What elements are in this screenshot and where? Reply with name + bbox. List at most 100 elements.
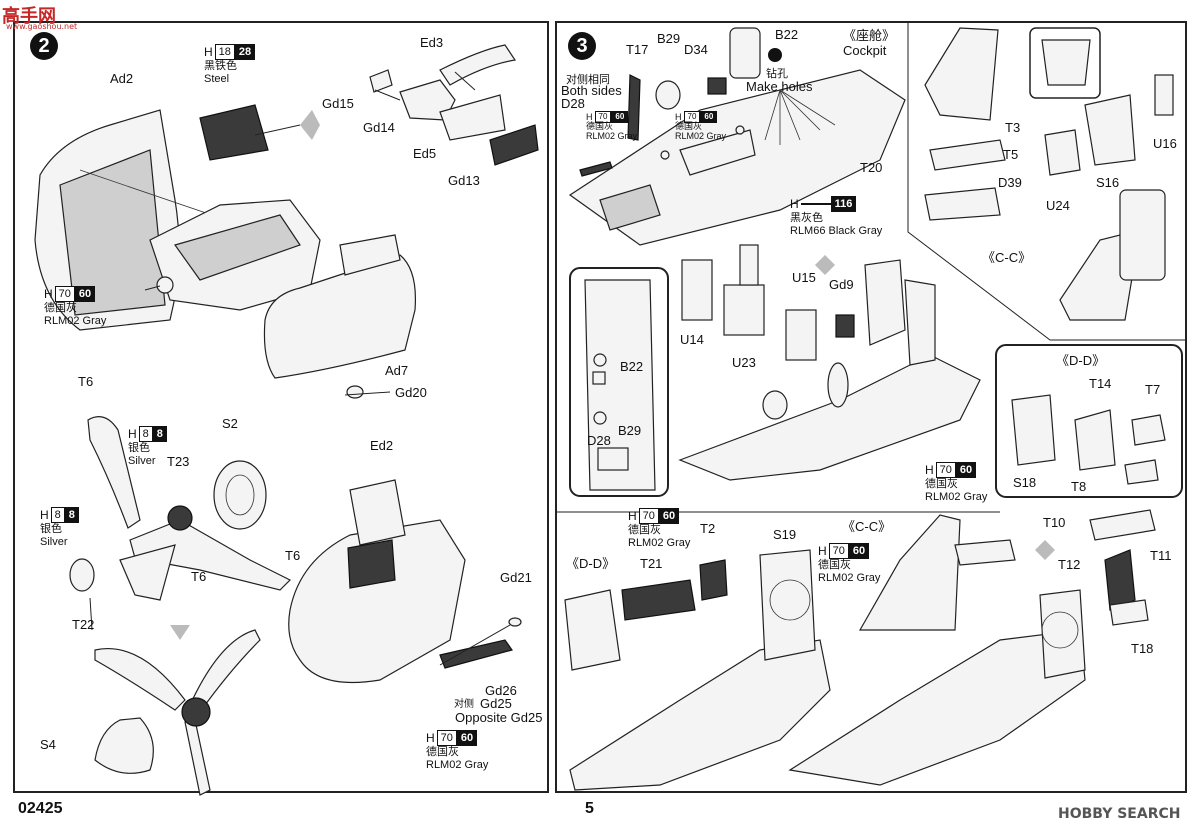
cc-divider: [907, 22, 1186, 341]
label-u24: U24: [1046, 198, 1070, 213]
label-d28: D28: [561, 96, 585, 111]
label-ed3: Ed3: [420, 35, 444, 50]
paint-t21-cn: 德国灰: [628, 524, 661, 536]
label-t17: T17: [626, 42, 649, 57]
paint-black-cn: 黑灰色: [790, 212, 823, 224]
label-gd9: Gd9: [829, 277, 854, 292]
propeller-assembly: [69, 416, 292, 601]
footer-page: 5: [585, 800, 594, 817]
label-s18: S18: [1013, 475, 1037, 490]
dd-box-drawing: [1011, 394, 1166, 485]
label-t6-right: T6: [285, 548, 301, 563]
label-t5: T5: [1003, 147, 1019, 162]
front-cowling-ed2: [288, 479, 522, 684]
cockpit-title-cn: 《座舱》: [843, 28, 896, 43]
label-cc-bottom: 《C-C》: [842, 519, 892, 534]
paint-d34-en: RLM02 Gray: [675, 131, 727, 141]
label-gd25: Gd25: [480, 696, 512, 711]
cowling-ad7: [263, 234, 417, 399]
label-t18: T18: [1131, 641, 1154, 656]
footer-code: 02425: [18, 800, 63, 817]
label-b29-inset: B29: [618, 423, 642, 438]
step2-frame: [13, 21, 549, 793]
cockpit-title-en: Cockpit: [843, 43, 887, 58]
step2-guide-lines: [89, 71, 511, 666]
label-dd-bottom: 《D-D》: [566, 556, 616, 571]
paint-silver-b-en: Silver: [40, 536, 68, 548]
label-t14: T14: [1089, 376, 1112, 391]
watermark-top-left: 高手网: [2, 6, 56, 27]
cockpit-bottom-left: [564, 549, 831, 791]
label-ed2: Ed2: [370, 438, 394, 453]
label-cc-right: 《C-C》: [982, 250, 1032, 265]
gun-cover-parts: [199, 44, 539, 166]
step-3-badge: 3: [568, 32, 596, 60]
label-d34: D34: [684, 42, 708, 57]
drill-lines: [764, 89, 836, 145]
cockpit-bottom-right: [788, 509, 1156, 786]
label-u15: U15: [792, 270, 816, 285]
paint-gray-bottom-en: RLM02 Gray: [426, 759, 489, 771]
label-t3: T3: [1005, 120, 1021, 135]
label-d39: D39: [998, 175, 1022, 190]
label-d28-inset: D28: [587, 433, 611, 448]
label-gd13: Gd13: [448, 173, 480, 188]
paint-gray-left-cn: 德国灰: [44, 302, 77, 314]
label-u16: U16: [1153, 136, 1177, 151]
drill-en: Make holes: [746, 79, 813, 94]
label-u23: U23: [732, 355, 756, 370]
paint-silver-b-cn: 银色: [40, 523, 62, 535]
cockpit-frame-middle: [678, 244, 981, 481]
label-u14: U14: [680, 332, 704, 347]
label-gd14: Gd14: [363, 120, 395, 135]
cockpit-floor-t20: [568, 69, 906, 246]
paint-cc-en: RLM02 Gray: [818, 572, 881, 584]
label-t20: T20: [860, 160, 883, 175]
propeller-assembled: [94, 629, 261, 796]
label-gd20: Gd20: [395, 385, 427, 400]
paint-steel-en: Steel: [204, 73, 230, 85]
label-ad7: Ad7: [385, 363, 409, 378]
label-t11: T11: [1150, 548, 1172, 563]
label-b22: B22: [775, 27, 799, 42]
paint-t21-en: RLM02 Gray: [628, 537, 691, 549]
drill-cn: 钻孔: [766, 68, 788, 80]
label-t6-top: T6: [78, 374, 94, 389]
label-t2: T2: [700, 521, 716, 536]
label-gd26: Gd26: [485, 683, 517, 698]
paint-black-en: RLM66 Black Gray: [790, 225, 883, 237]
label-s16: S16: [1096, 175, 1120, 190]
paint-silver-a-cn: 银色: [128, 442, 150, 454]
label-opposite-gd25: Opposite Gd25: [455, 710, 543, 725]
label-t10: T10: [1043, 515, 1066, 530]
paint-d28-en: RLM02 Gray: [586, 131, 638, 141]
label-s4: S4: [40, 737, 56, 752]
both-sides-cn: 对侧相同: [566, 74, 610, 86]
label-b29: B29: [657, 31, 681, 46]
label-t12: T12: [1058, 557, 1081, 572]
direction-arrows: [170, 110, 1055, 640]
label-gd21: Gd21: [500, 570, 532, 585]
label-t6-bottom: T6: [191, 569, 207, 584]
watermark-top-left-url: www.gaoshou.net: [6, 22, 78, 31]
paint-d34-cn: 德国灰: [675, 121, 703, 131]
label-duice: 对侧: [454, 699, 474, 710]
label-t22: T22: [72, 617, 95, 632]
label-gd15: Gd15: [322, 96, 354, 111]
watermark-bottom-right: HOBBY SEARCH: [1058, 806, 1181, 822]
paint-d28-cn: 德国灰: [586, 121, 614, 131]
cowling-ad2: [34, 109, 301, 331]
label-t23: T23: [167, 454, 190, 469]
both-sides-en: Both sides: [561, 83, 622, 98]
label-t21: T21: [640, 556, 663, 571]
